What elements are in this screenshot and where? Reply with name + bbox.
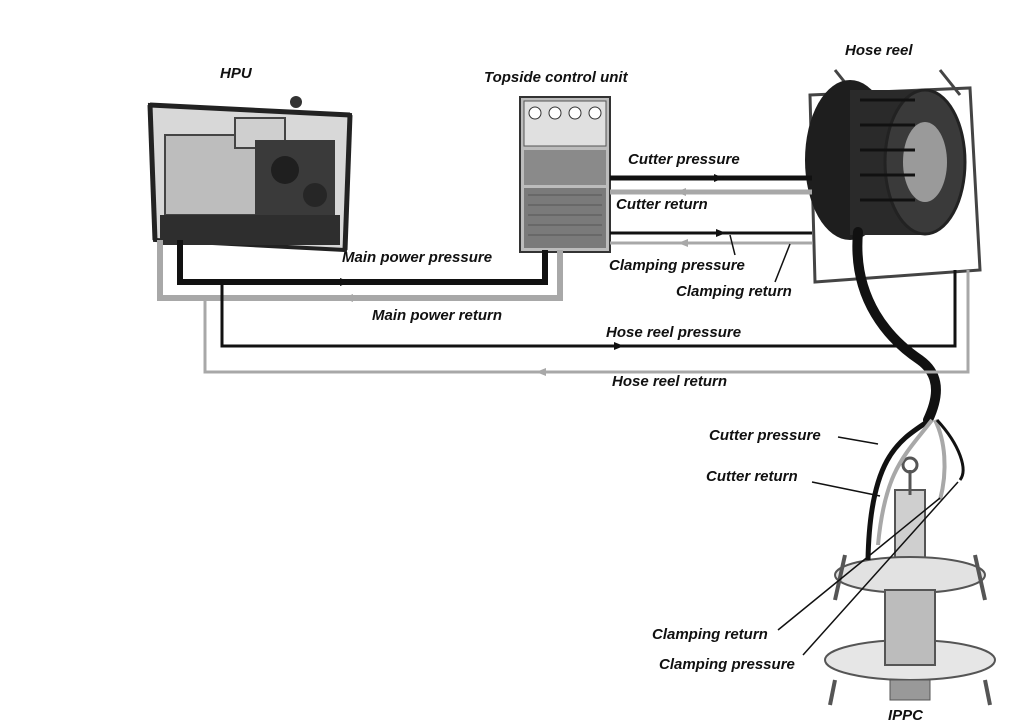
main-power-return-line xyxy=(157,240,563,301)
hose-reel-return-line xyxy=(203,270,970,374)
cutter-pressure-top-label: Cutter pressure xyxy=(628,151,740,168)
hose-reel-label: Hose reel xyxy=(845,42,913,59)
leader-cutter-pressure-bottom xyxy=(837,436,879,445)
main-power-return-label: Main power return xyxy=(372,307,502,324)
leader-clamping-pressure-bottom xyxy=(802,481,959,656)
leader-clamping-pressure-top xyxy=(729,234,736,256)
cutter-return-hose xyxy=(876,418,934,546)
clamping-return-top-label: Clamping return xyxy=(676,283,792,300)
clamping-pressure-top-label: Clamping pressure xyxy=(609,257,745,274)
umbilical-hose xyxy=(852,227,941,425)
hpu-unit-icon xyxy=(147,96,353,253)
cutter-pressure-hose xyxy=(865,417,932,561)
cutter-return-bottom-label: Cutter return xyxy=(706,468,798,485)
hose-reel-icon xyxy=(805,69,982,284)
hose-reel-pressure-label: Hose reel pressure xyxy=(606,324,741,341)
cutter-return-top-label: Cutter return xyxy=(616,196,708,213)
leader-clamping-return-top xyxy=(774,243,791,283)
clamping-pressure-bottom-label: Clamping pressure xyxy=(659,656,795,673)
cutter-pressure-bottom-label: Cutter pressure xyxy=(709,427,821,444)
leader-cutter-return-bottom xyxy=(811,481,881,497)
hose-reel-return-label: Hose reel return xyxy=(612,373,727,390)
hose-reel-pressure-line xyxy=(220,270,957,348)
main-power-pressure-line xyxy=(177,240,548,285)
clamping-return-hose xyxy=(933,419,947,501)
topside-control-unit-icon xyxy=(519,96,611,253)
ippc-tool-icon xyxy=(824,456,996,706)
topside-control-unit-label: Topside control unit xyxy=(484,69,629,86)
clamping-return-bottom-label: Clamping return xyxy=(652,626,768,643)
clamping-pressure-hose xyxy=(935,418,965,481)
ippc-label: IPPC xyxy=(888,707,924,724)
hpu-label: HPU xyxy=(220,65,253,82)
leader-clamping-return-bottom xyxy=(777,497,941,631)
main-power-pressure-label: Main power pressure xyxy=(342,249,492,266)
